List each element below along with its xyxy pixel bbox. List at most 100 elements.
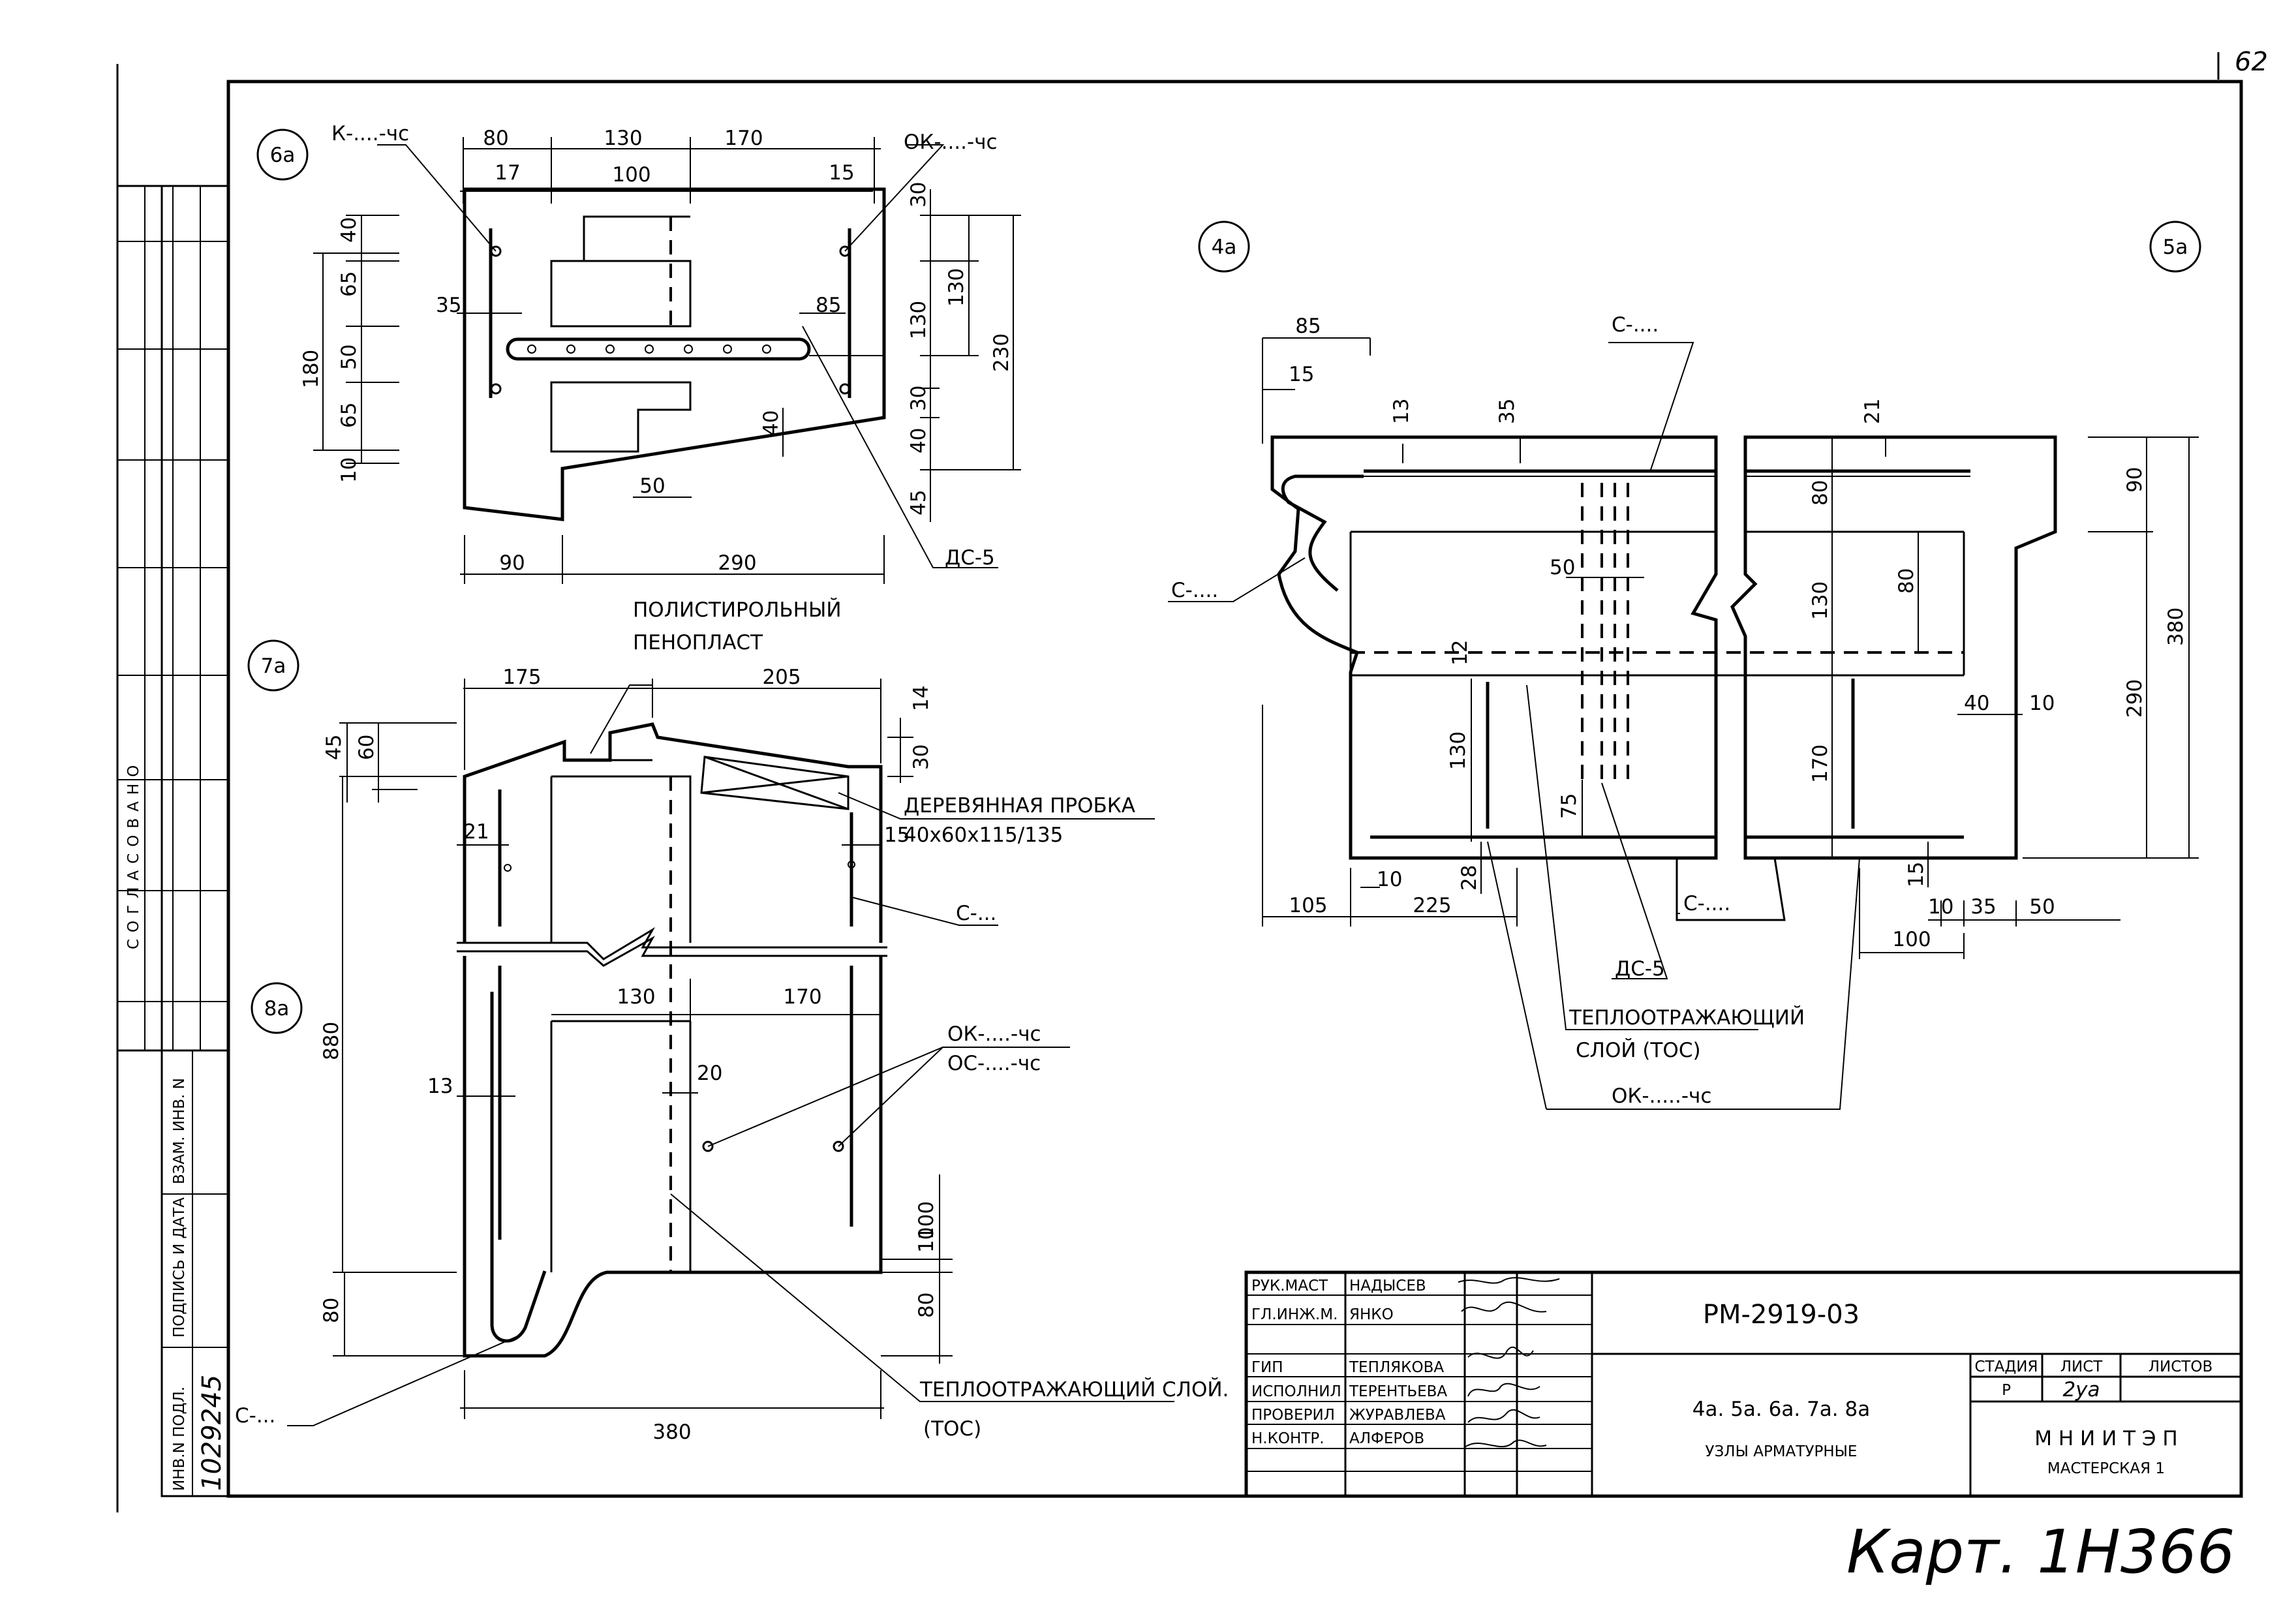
callout-6a-k: К-....-чс (331, 122, 409, 146)
dim-4a-r90: 90 (2123, 467, 2147, 493)
staff-role-3: ГИП (1251, 1359, 1283, 1376)
dim-6a-b290: 290 (718, 551, 756, 575)
doc-code: РМ-2919-03 (1703, 1300, 1860, 1330)
dim-7a-170: 170 (783, 985, 821, 1009)
dim-4a-21: 21 (1861, 399, 1884, 424)
sheets-label: ЛИСТОВ (2149, 1358, 2213, 1375)
replaces-inv-label: ВЗАМ. ИНВ. N (171, 1078, 188, 1184)
staff-name-3: ТЕПЛЯКОВА (1349, 1359, 1444, 1376)
staff-name-6: АЛФЕРОВ (1349, 1430, 1424, 1447)
dim-6a-r130b: 130 (945, 268, 968, 307)
staff-name-4: ТЕРЕНТЬЕВА (1349, 1383, 1447, 1400)
callout-7a-foam-line1: ПОЛИСТИРОЛЬНЫЙ (633, 598, 842, 622)
callout-7a-c1: С-... (956, 902, 996, 925)
dim-7a-45: 45 (322, 735, 346, 760)
dim-7a-205: 205 (762, 666, 801, 689)
dim-7a-100: 100 (915, 1201, 938, 1240)
dim-4a-b28: 28 (1458, 865, 1481, 891)
dim-7a-r30: 30 (910, 744, 933, 770)
dim-4a-b10b: 10 (1928, 895, 1953, 919)
dim-7a-175: 175 (502, 666, 541, 689)
title-block: РУК.МАСТ НАДЫСЕВ ГЛ.ИНЖ.М. ЯНКО ГИП ТЕПЛ… (1244, 1270, 2243, 1498)
callout-4a-ok: ОК-.....-чс (1612, 1084, 1711, 1108)
callout-7a-foam-line2: ПЕНОПЛАСТ (633, 631, 763, 654)
dim-6a-r40b: 40 (759, 410, 783, 436)
sheet-subtitle: УЗЛЫ АРМАТУРНЫЕ (1706, 1443, 1858, 1460)
dim-7a-l80: 80 (320, 1298, 343, 1323)
dim-4a-r290: 290 (2123, 679, 2147, 718)
sheet-value: 2уа (2062, 1378, 2100, 1402)
handwritten-archive-note: Карт. 1Н366 (1846, 1517, 2235, 1587)
callout-6a-ok: ОК-....-чс (904, 130, 998, 154)
staff-role-6: Н.КОНТР. (1251, 1430, 1324, 1447)
dim-6a-130: 130 (604, 127, 642, 150)
callout-8a-tos-line2: (ТОС) (923, 1417, 981, 1441)
sheet-label: ЛИСТ (2060, 1358, 2104, 1375)
dim-6a-50: 50 (337, 345, 361, 370)
callout-4a-tos-line1: ТЕПЛООТРАЖАЮЩИЙ (1569, 1006, 1805, 1030)
callout-8a-oc: ОС-....-чс (947, 1052, 1041, 1075)
dim-7a-130: 130 (617, 985, 655, 1009)
dim-4a-13: 13 (1390, 399, 1413, 424)
dim-4a-c12: 12 (1448, 640, 1472, 666)
orig-inv-label: ИНВ.N ПОДЛ. (171, 1387, 188, 1491)
dim-6a-180: 180 (299, 350, 323, 388)
dim-4a-r40: 40 (1964, 692, 1989, 715)
dim-6a-b90: 90 (499, 551, 525, 575)
dim-4a-c170: 170 (1809, 744, 1832, 783)
side-stamp: СОГЛАСОВАНО ВЗАМ. ИНВ. N ПОДПИСЬ И ДАТА … (116, 185, 230, 1497)
dim-4a-b225: 225 (1413, 894, 1451, 917)
staff-role-4: ИСПОЛНИЛ (1251, 1383, 1341, 1400)
signatures (1458, 1277, 1560, 1448)
dim-6a-r230: 230 (990, 333, 1013, 372)
callout-4a-tos-line2: СЛОЙ (ТОС) (1576, 1039, 1701, 1062)
dim-6a-r30b: 30 (907, 386, 930, 411)
dim-6a-r30a: 30 (907, 182, 930, 207)
orig-inv-number: 1029245 (197, 1375, 227, 1491)
dim-6a-100: 100 (612, 163, 651, 187)
dim-4a-15: 15 (1289, 363, 1314, 386)
sheet-number: 62 (2235, 47, 2268, 77)
dim-4a-c130: 130 (1809, 581, 1832, 620)
dim-6a-65a: 65 (337, 271, 361, 297)
dim-6a-35: 35 (436, 294, 461, 317)
dim-4a-c80b: 80 (1895, 568, 1918, 594)
callout-7a-plug-line2: 40х60х115/135 (904, 823, 1063, 847)
dim-6a-80: 80 (483, 127, 508, 150)
staff-name-1: НАДЫСЕВ (1349, 1278, 1426, 1295)
dim-4a-r380: 380 (2164, 607, 2188, 646)
dim-4a-l75: 75 (1557, 793, 1581, 819)
dim-7a-880: 880 (320, 1022, 343, 1060)
callout-4a-c2: С-.... (1171, 579, 1218, 602)
stage-value: Р (2002, 1382, 2011, 1399)
node-5a-label: 5а (2163, 236, 2188, 259)
dim-4a-l130: 130 (1446, 731, 1470, 770)
detail-4a-5a: С-.... С-.... С-.... ДС-5 ТЕПЛООТРАЖАЮЩИ… (1168, 313, 2199, 1110)
dim-6a-10: 10 (337, 457, 361, 483)
dim-6a-17: 17 (495, 161, 520, 185)
dim-4a-b10: 10 (1377, 868, 1402, 891)
dim-4a-r10a: 10 (2029, 692, 2055, 715)
callout-4a-c1: С-.... (1612, 313, 1659, 337)
node-4a-label: 4а (1212, 236, 1237, 259)
workshop-name: МАСТЕРСКАЯ 1 (2047, 1460, 2165, 1477)
staff-role-5: ПРОВЕРИЛ (1251, 1407, 1335, 1424)
node-markers: 6а 7а 8а 4а 5а (247, 129, 2201, 1034)
dim-7a-14: 14 (910, 686, 933, 711)
node-7a-label: 7а (261, 654, 286, 678)
dim-7a-r15: 15 (884, 823, 910, 847)
detail-6a: К-....-чс ОК-....-чс ДС-5 80 130 170 17 … (299, 122, 1021, 584)
dim-7a-380: 380 (652, 1420, 691, 1444)
dim-7a-13: 13 (427, 1075, 453, 1098)
staff-list: РУК.МАСТ НАДЫСЕВ ГЛ.ИНЖ.М. ЯНКО ГИП ТЕПЛ… (1251, 1278, 1447, 1447)
node-8a-label: 8а (264, 997, 290, 1020)
sign-date-label: ПОДПИСЬ И ДАТА (171, 1197, 188, 1338)
dim-7a-60: 60 (355, 735, 378, 760)
staff-name-5: ЖУРАВЛЕВА (1349, 1407, 1446, 1424)
dim-4a-35: 35 (1495, 399, 1519, 424)
dim-6a-170: 170 (724, 127, 763, 150)
dim-4a-b100: 100 (1892, 928, 1931, 951)
callout-8a-c2: С-... (235, 1404, 275, 1428)
dim-4a-85: 85 (1295, 314, 1321, 338)
callout-4a-ds: ДС-5 (1615, 957, 1665, 981)
